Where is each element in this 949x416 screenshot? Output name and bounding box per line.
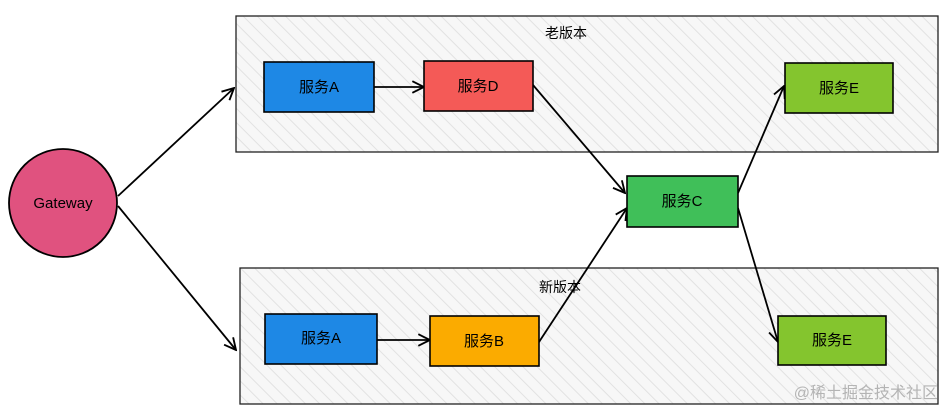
node-old-service-a-box: [263, 61, 375, 113]
edges: [117, 84, 784, 350]
gateway-circle: [8, 148, 118, 258]
zone-new-label: 新版本: [539, 279, 581, 295]
node-old-service-e-label: 服务E: [819, 80, 859, 97]
node-service-c-label: 服务C: [662, 193, 703, 210]
edge-gateway-to-old: [117, 88, 234, 197]
node-new-service-e-label: 服务E: [812, 332, 852, 349]
edge-b-to-c: [538, 208, 627, 343]
node-old-service-d-label: 服务D: [458, 78, 499, 95]
node-new-service-a: 服务A: [264, 313, 378, 365]
node-new-service-b-box: [429, 315, 540, 367]
watermark: @稀土掘金技术社区: [794, 384, 938, 402]
node-old-service-e: 服务E: [784, 62, 894, 114]
node-old-service-d: 服务D: [423, 60, 534, 112]
node-new-service-e-box: [777, 315, 887, 366]
edge-c-to-new-e: [737, 207, 778, 342]
node-old-service-a: 服务A: [263, 61, 375, 113]
edge-gateway-to-new: [117, 205, 236, 350]
node-old-service-d-box: [423, 60, 534, 112]
node-new-service-b-label: 服务B: [464, 333, 504, 350]
edge-d-to-c: [532, 84, 625, 193]
edge-c-to-old-e: [737, 86, 784, 194]
node-old-service-a-label: 服务A: [299, 79, 339, 96]
zone-old-label: 老版本: [545, 25, 587, 41]
node-new-service-a-box: [264, 313, 378, 365]
node-new-service-b: 服务B: [429, 315, 540, 367]
node-new-service-e: 服务E: [777, 315, 887, 366]
node-old-service-e-box: [784, 62, 894, 114]
node-service-c: 服务C: [626, 175, 739, 228]
node-new-service-a-label: 服务A: [301, 330, 341, 347]
gateway-node: Gateway: [8, 148, 118, 258]
gateway-label: Gateway: [33, 195, 93, 212]
node-service-c-box: [626, 175, 739, 228]
